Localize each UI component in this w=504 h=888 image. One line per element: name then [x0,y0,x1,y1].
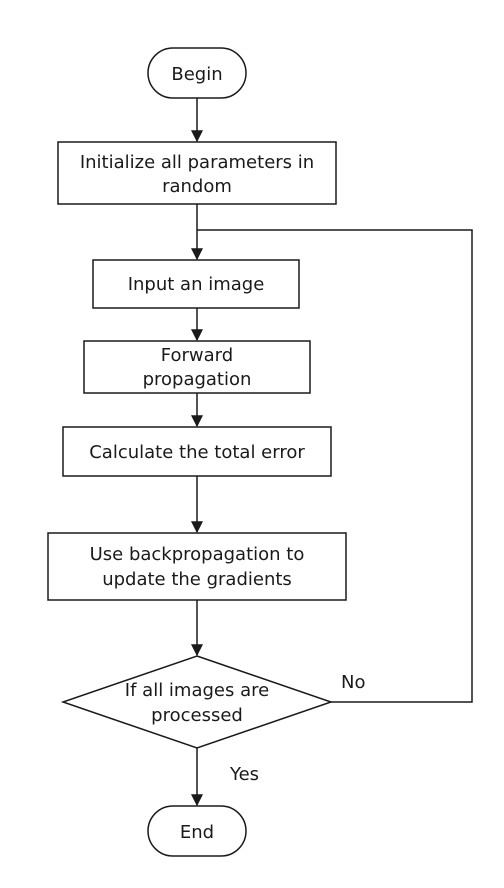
node-input: Input an image [92,259,300,309]
node-init: Initialize all parameters in random [57,141,337,205]
node-end: End [147,805,247,857]
yes-label: Yes [229,764,259,785]
init-label-line1: Initialize all parameters in [80,152,314,173]
node-backprop: Use backpropagation to update the gradie… [47,532,347,601]
init-process-shape [57,141,337,205]
decision-label-line2: processed [151,705,243,726]
node-begin: Begin [147,47,247,99]
init-label-line2: random [162,176,232,197]
forward-label-line2: propagation [143,369,252,390]
error-process-shape [62,426,332,477]
backprop-label-line1: Use backpropagation to [90,544,305,565]
input-label: Input an image [128,274,265,295]
end-label: End [180,822,214,843]
node-error: Calculate the total error [62,426,332,477]
node-decision: If all images are processed [60,655,334,749]
end-terminal-shape [147,805,247,857]
decision-diamond-shape [60,655,334,749]
backprop-label-line2: update the gradients [102,569,292,590]
begin-label: Begin [171,64,222,85]
input-process-shape [92,259,300,309]
node-forward: Forward propagation [83,340,311,394]
error-label: Calculate the total error [89,442,305,463]
no-label: No [341,672,365,693]
decision-label-line1: If all images are [125,680,269,701]
forward-label-line1: Forward [161,345,233,366]
forward-process-shape [83,340,311,394]
backprop-process-shape [47,532,347,601]
edge-decision-no-loop [197,229,473,703]
